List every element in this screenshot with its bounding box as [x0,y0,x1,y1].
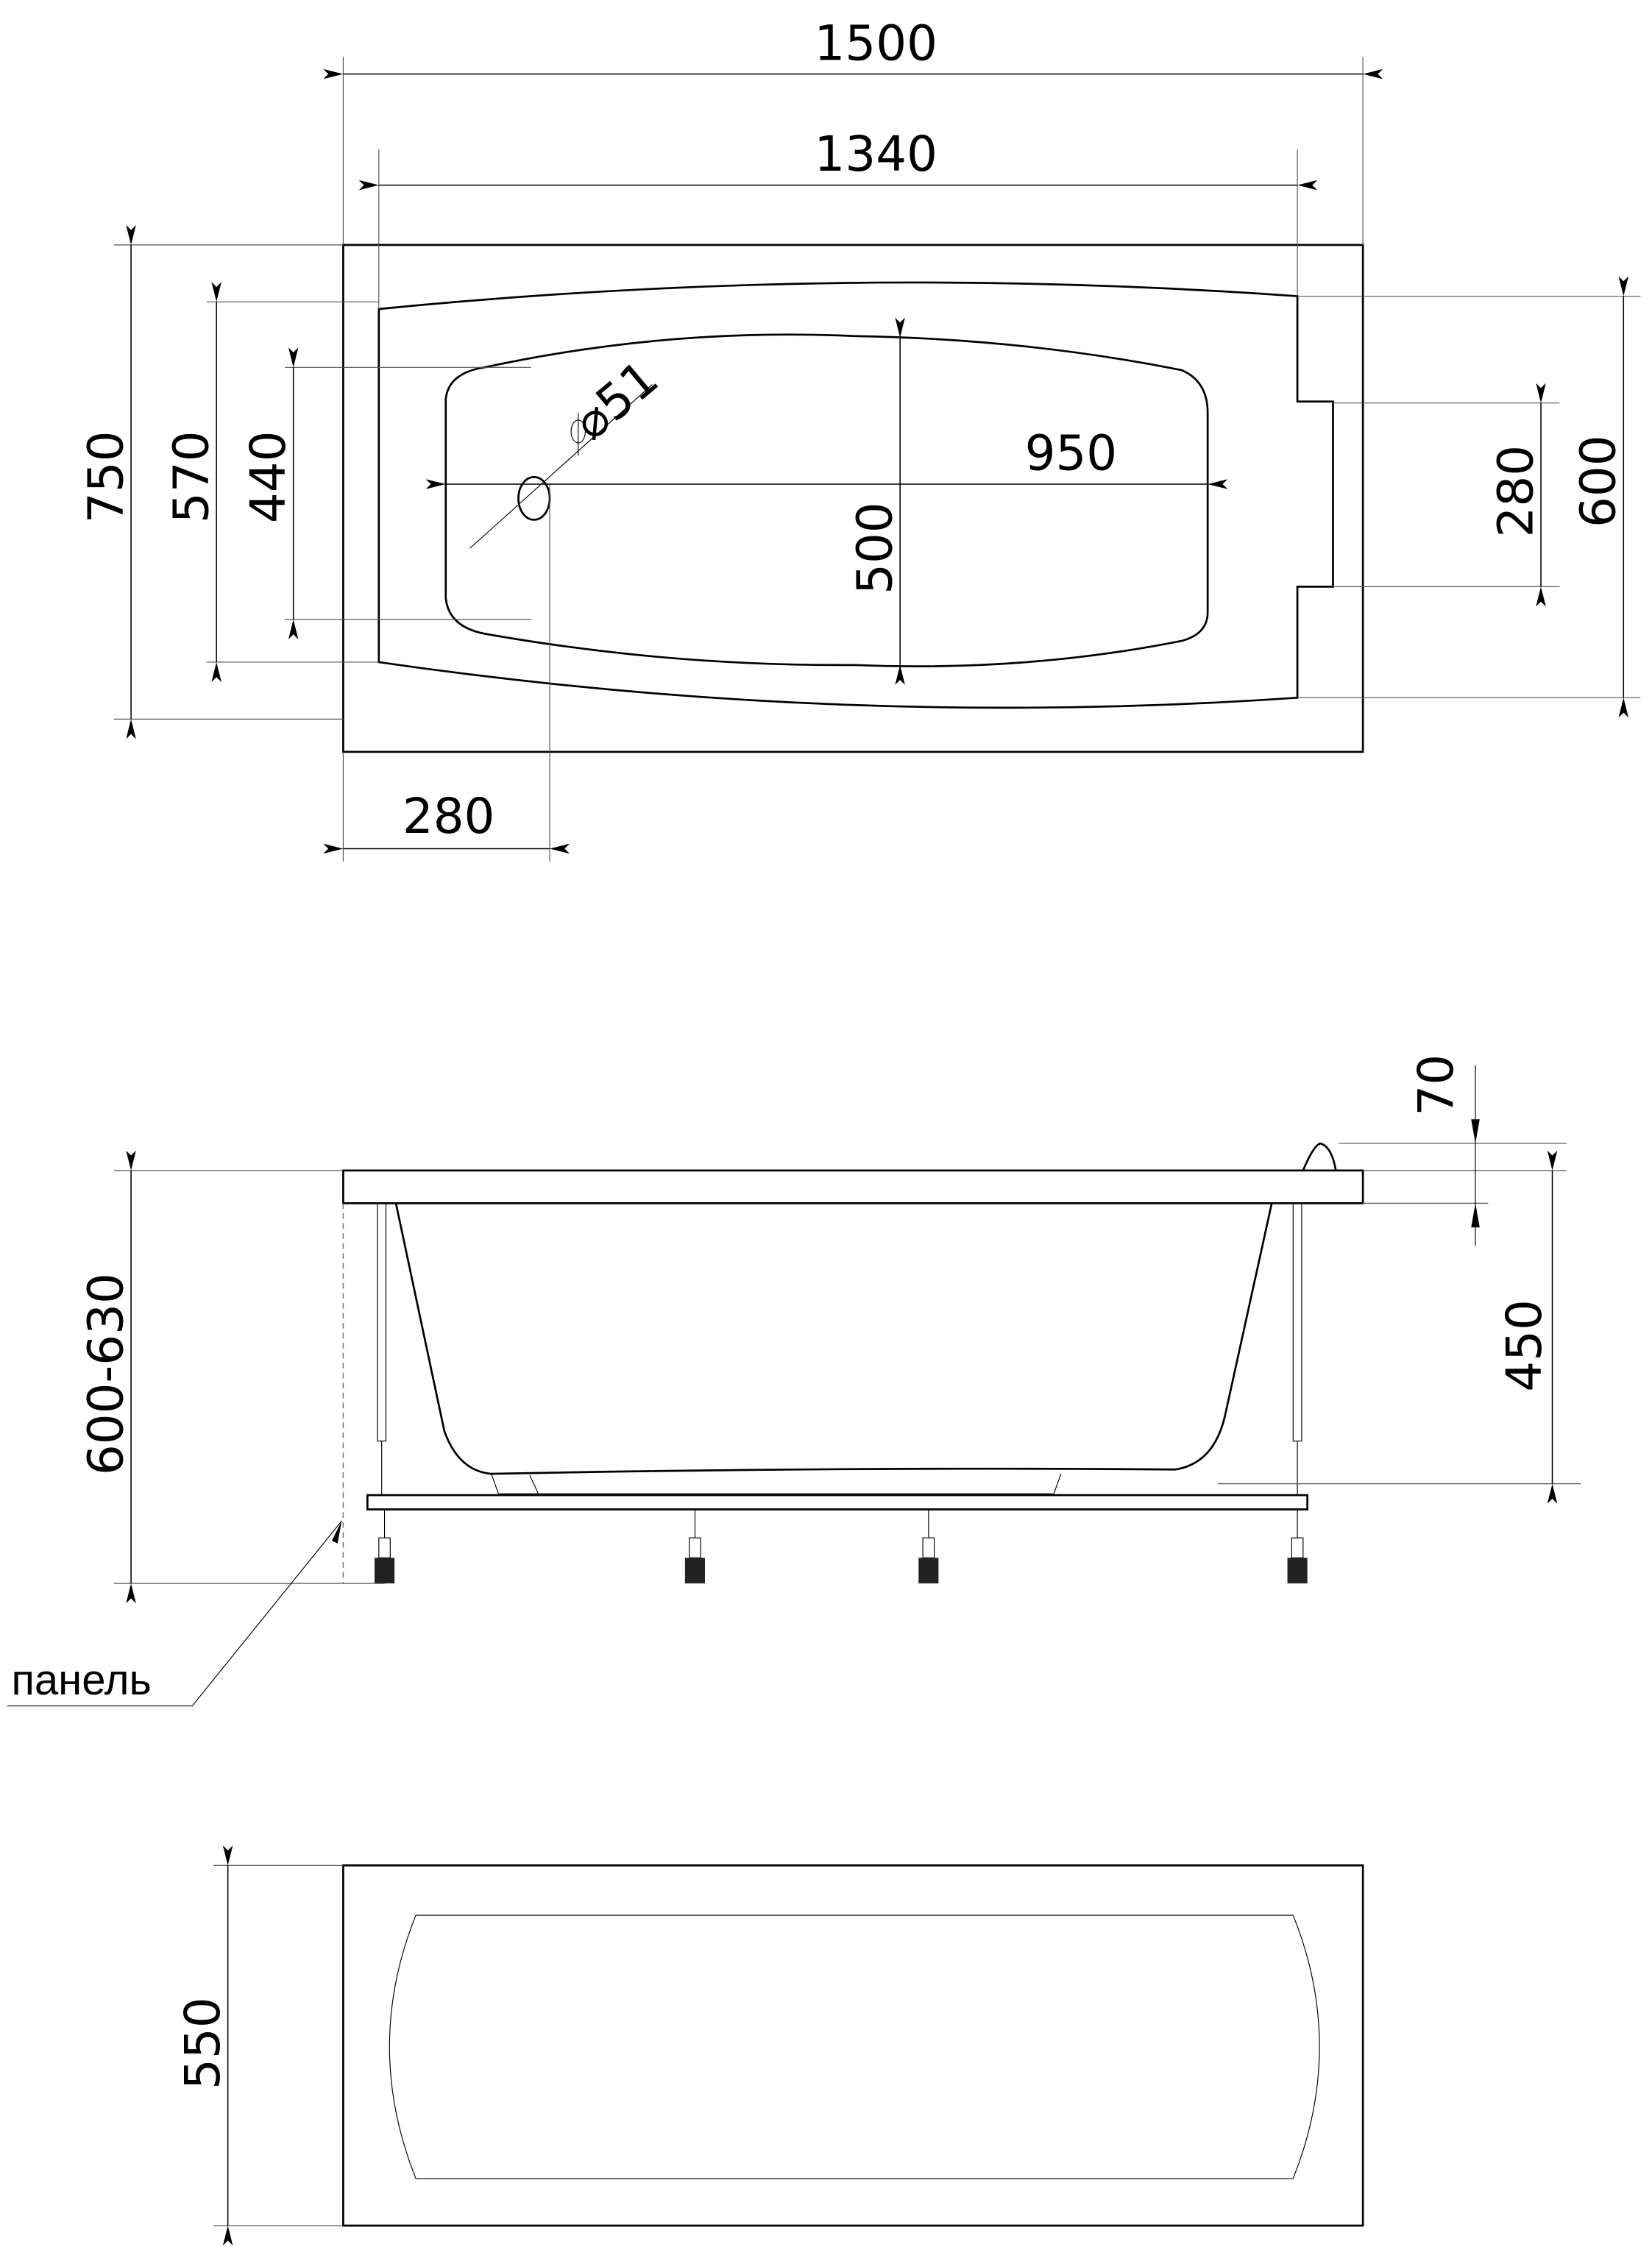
headrest [1302,1142,1337,1171]
drain-icon [517,475,551,521]
tub-body [394,1203,1273,1475]
dim-inner-width: 570 [163,431,220,524]
dim-overall-width: 750 [77,431,134,524]
dim-depth: 450 [1496,1299,1553,1392]
panel-view: 550 [174,1845,1364,2246]
feet [374,1509,1308,1584]
dim-headrest-width: 280 [1487,445,1544,538]
dim-basin-width: 500 [847,502,904,594]
dim-rim-width: 600 [1570,435,1627,528]
panel-inset [389,1914,1320,2179]
basin [444,333,1209,667]
front-panel [342,1864,1364,2227]
dim-headrest-height: 70 [1408,1054,1464,1116]
foot [918,1509,939,1584]
support-frame [366,1494,1309,1511]
dim-height-range: 600-630 [77,1273,134,1475]
top-view: 1500 1340 750 570 440 280 ⌀51 950 500 [77,15,1641,862]
leg-left [377,1202,387,1442]
dim-inner-length: 1340 [815,126,937,182]
foot [374,1509,395,1584]
dim-basin-length: 950 [1025,425,1118,482]
panel-label: панель [11,1656,151,1704]
inner-rim [377,281,1334,709]
foot [684,1509,705,1584]
dim-drain-offset: 280 [403,788,495,845]
dim-panel-height: 550 [174,1997,231,2090]
side-view: 600-630 70 450 панель [7,1054,1581,1707]
dim-basin-end-width: 440 [240,431,297,524]
tub-base [491,1473,1062,1494]
dim-overall-length: 1500 [815,15,937,71]
foot [1287,1509,1308,1584]
dim-drain-diameter: ⌀51 [563,349,669,451]
tub-rim [342,1169,1364,1204]
leg-right [1292,1202,1302,1442]
tub-outline [342,244,1364,753]
